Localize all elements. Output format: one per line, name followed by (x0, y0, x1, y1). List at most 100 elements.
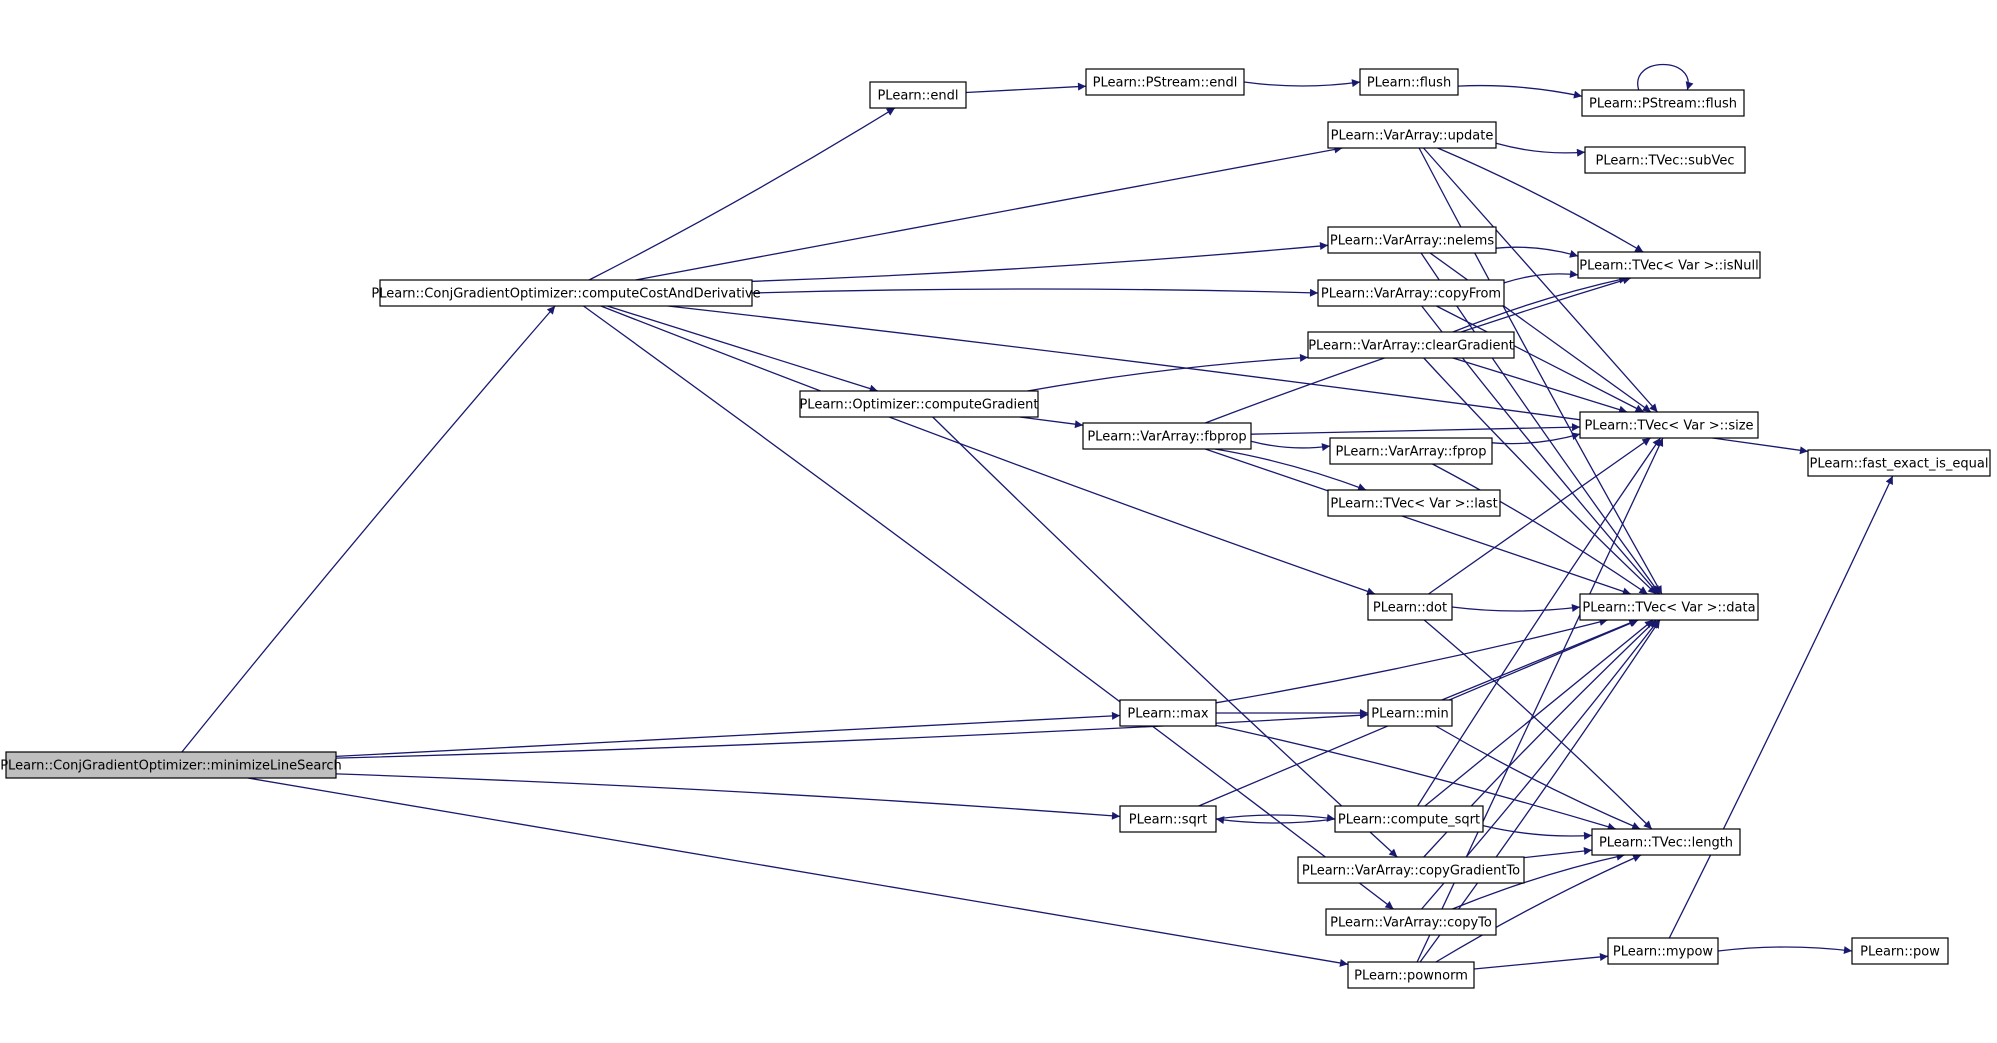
node-pownorm[interactable]: PLearn::pownorm (1347, 961, 1475, 989)
edge-line (1441, 619, 1638, 701)
node-psflush[interactable]: PLearn::PStream::flush (1581, 89, 1745, 117)
edge-line (635, 145, 1343, 281)
node-box (1329, 437, 1493, 465)
node-label: PLearn::VarArray::nelems (1330, 234, 1494, 249)
edge-line (1423, 147, 1658, 413)
edge-min-to-data (1441, 619, 1638, 701)
edge-line (1668, 475, 1894, 939)
node-copyto[interactable]: PLearn::VarArray::copyTo (1325, 908, 1497, 936)
node-fprop[interactable]: PLearn::VarArray::fprop (1329, 437, 1493, 465)
edge-fbprop-to-last (1214, 448, 1367, 491)
edge-root-to-min (335, 711, 1369, 759)
node-endl[interactable]: PLearn::endl (869, 81, 967, 109)
edge-line (1429, 252, 1652, 413)
edge-mypow-to-pow (1717, 946, 1853, 955)
node-copyfrom[interactable]: PLearn::VarArray::copyFrom (1317, 279, 1505, 307)
node-box (799, 390, 1039, 418)
node-psendl[interactable]: PLearn::PStream::endl (1085, 68, 1245, 96)
node-root[interactable]: PLearn::ConjGradientOptimizer::minimizeL… (0, 751, 342, 779)
node-label: PLearn::dot (1373, 601, 1447, 616)
node-box (1317, 279, 1505, 307)
node-box (1119, 805, 1217, 833)
edge-update-to-size (1423, 147, 1658, 413)
edge-nelems-to-size (1429, 252, 1652, 413)
edge-line (1243, 79, 1361, 88)
node-fbprop[interactable]: PLearn::VarArray::fbprop (1082, 422, 1252, 450)
edge-ccad-to-update (635, 145, 1343, 281)
node-box (1579, 593, 1759, 621)
edge-line (1423, 619, 1653, 830)
edge-csqrt-to-length (1482, 824, 1593, 840)
node-size[interactable]: PLearn::TVec< Var >::size (1579, 411, 1759, 439)
edge-line (1523, 847, 1593, 859)
node-label: PLearn::mypow (1613, 945, 1713, 960)
edge-line (1417, 437, 1661, 807)
node-csqrt[interactable]: PLearn::compute_sqrt (1334, 805, 1484, 833)
node-label: PLearn::TVec< Var >::isNull (1579, 259, 1758, 274)
edge-line (1432, 463, 1648, 595)
edge-line (1027, 353, 1309, 392)
node-isnull[interactable]: PLearn::TVec< Var >::isNull (1577, 251, 1761, 279)
edge-nelems-to-isnull (1495, 246, 1579, 258)
edge-line (1457, 84, 1583, 99)
node-label: PLearn::TVec< Var >::size (1584, 419, 1753, 434)
edge-dot-to-length (1423, 619, 1653, 830)
node-label: PLearn::TVec::subVec (1596, 154, 1735, 169)
node-box (1807, 449, 1991, 477)
node-box (1579, 411, 1759, 439)
edge-line (1435, 725, 1641, 830)
node-box (1325, 908, 1497, 936)
edge-line (1452, 275, 1628, 333)
node-box (1851, 937, 1949, 965)
edge-fbprop-to-data (1204, 448, 1632, 596)
node-box (1584, 146, 1746, 174)
node-box (1347, 961, 1475, 989)
node-fee[interactable]: PLearn::fast_exact_is_equal (1807, 449, 1991, 477)
node-data[interactable]: PLearn::TVec< Var >::data (1579, 593, 1759, 621)
node-cgt[interactable]: PLearn::VarArray::copyGradientTo (1297, 856, 1525, 884)
edge-line (1437, 147, 1644, 253)
edge-csqrt-to-data (1424, 619, 1654, 807)
node-sqrt[interactable]: PLearn::sqrt (1119, 805, 1217, 833)
node-box (1367, 699, 1453, 727)
edge-copyfrom-to-size (1436, 305, 1644, 413)
edge-pownorm-to-mypow (1473, 952, 1609, 970)
edge-line (1204, 448, 1632, 596)
node-update[interactable]: PLearn::VarArray::update (1327, 121, 1497, 149)
edge-endl-to-psendl (965, 82, 1087, 94)
edge-line (1215, 724, 1616, 831)
node-box (1581, 89, 1745, 117)
node-last[interactable]: PLearn::TVec< Var >::last (1327, 489, 1501, 517)
node-mypow[interactable]: PLearn::mypow (1607, 937, 1719, 965)
node-label: PLearn::PStream::flush (1589, 97, 1737, 112)
node-box (1085, 68, 1245, 96)
node-dot[interactable]: PLearn::dot (1367, 593, 1453, 621)
node-label: PLearn::VarArray::copyGradientTo (1302, 864, 1520, 879)
edge-compgrad-to-cgt (932, 416, 1398, 858)
edge-line (1495, 246, 1579, 258)
node-flush[interactable]: PLearn::flush (1359, 68, 1459, 96)
node-cleargrad[interactable]: PLearn::VarArray::clearGradient (1307, 331, 1515, 359)
edge-psendl-to-flush (1243, 79, 1361, 88)
node-min[interactable]: PLearn::min (1367, 699, 1453, 727)
edges-layer (181, 63, 1894, 970)
node-pow[interactable]: PLearn::pow (1851, 937, 1949, 965)
node-nelems[interactable]: PLearn::VarArray::nelems (1327, 226, 1497, 254)
node-box (1297, 856, 1525, 884)
node-label: PLearn::TVec::length (1599, 836, 1733, 851)
node-max[interactable]: PLearn::max (1119, 699, 1217, 727)
node-label: PLearn::fast_exact_is_equal (1810, 457, 1989, 472)
node-compgrad[interactable]: PLearn::Optimizer::computeGradient (799, 390, 1039, 418)
node-label: PLearn::VarArray::copyTo (1330, 916, 1492, 931)
edge-root-to-ccad (181, 305, 556, 753)
node-subvec[interactable]: PLearn::TVec::subVec (1584, 146, 1746, 174)
node-label: PLearn::VarArray::fbprop (1087, 430, 1246, 445)
node-ccad[interactable]: PLearn::ConjGradientOptimizer::computeCo… (371, 279, 761, 307)
edge-line (751, 242, 1329, 282)
edge-line (1451, 604, 1581, 612)
edge-root-to-pownorm (247, 777, 1349, 967)
edge-root-to-sqrt (335, 773, 1121, 820)
node-length[interactable]: PLearn::TVec::length (1591, 828, 1741, 856)
node-label: PLearn::TVec< Var >::data (1582, 601, 1755, 616)
edge-line (600, 305, 1376, 596)
